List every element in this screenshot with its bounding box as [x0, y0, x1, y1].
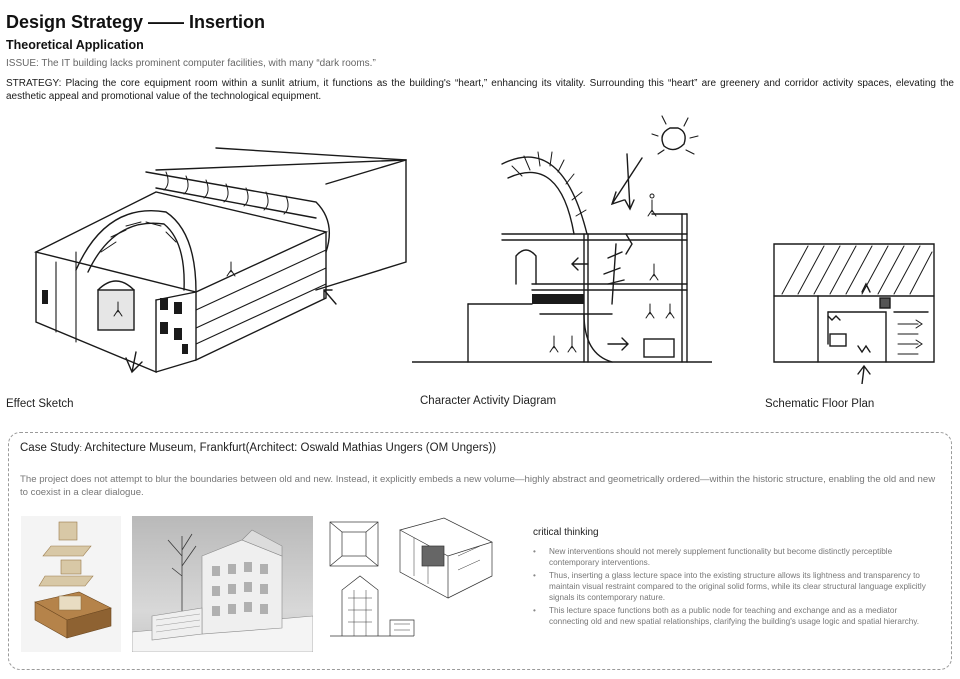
floor-plan-label: Schematic Floor Plan	[765, 398, 875, 410]
critical-thinking-list: New interventions should not merely supp…	[533, 546, 938, 629]
page-title: Design Strategy —— Insertion	[6, 12, 266, 32]
case-study-title: Case Study: Architecture Museum, Frankfu…	[20, 442, 496, 454]
case-study-name: Architecture Museum, Frankfurt(Architect…	[81, 442, 497, 454]
character-diagram-image	[412, 104, 712, 370]
strategy-text: STRATEGY: Placing the core equipment roo…	[6, 78, 954, 102]
floor-plan-image	[768, 234, 940, 384]
effect-sketch-label: Effect Sketch	[6, 398, 74, 410]
critical-thinking-title: critical thinking	[533, 527, 599, 538]
critical-thinking-point: Thus, inserting a glass lecture space in…	[533, 570, 938, 603]
drawings-collage	[324, 516, 504, 646]
case-study-description: The project does not attempt to blur the…	[20, 474, 936, 498]
case-study-panel	[8, 432, 952, 670]
effect-sketch-image	[6, 122, 410, 390]
critical-thinking-point: This lecture space functions both as a p…	[533, 605, 938, 627]
page-subtitle: Theoretical Application	[6, 38, 144, 52]
case-study-separator: :	[79, 443, 82, 453]
case-study-label: Case Study	[20, 442, 80, 454]
character-diagram-label: Character Activity Diagram	[420, 395, 557, 407]
critical-thinking-point: New interventions should not merely supp…	[533, 546, 938, 568]
issue-text: ISSUE: The IT building lacks prominent c…	[6, 58, 376, 69]
white-model-photo	[132, 516, 313, 652]
exploded-model-photo	[21, 516, 121, 652]
